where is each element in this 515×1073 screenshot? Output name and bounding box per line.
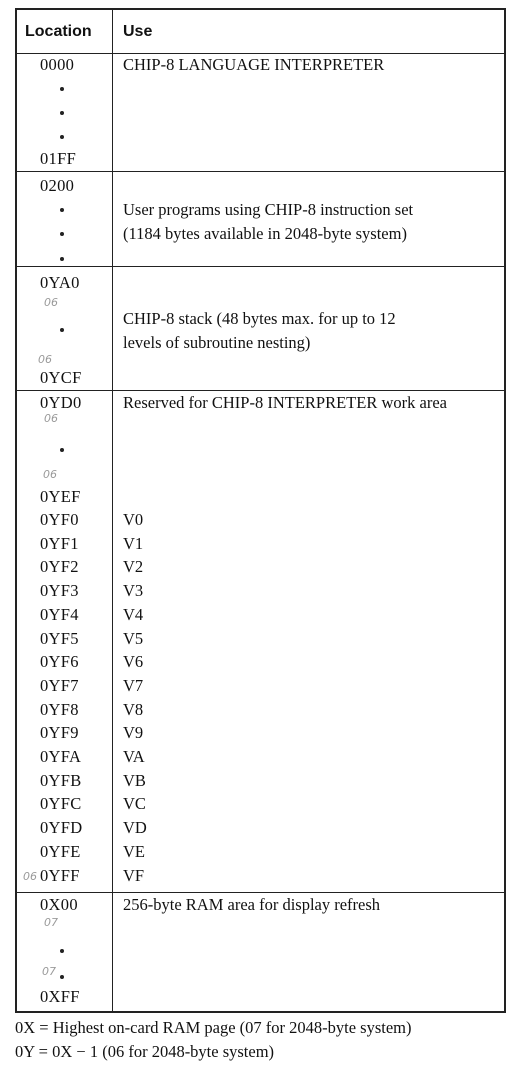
register-location: 0YF2: [40, 557, 79, 577]
register-location: 0YFF: [40, 865, 80, 885]
section-use-line: (1184 bytes available in 2048-byte syste…: [123, 224, 407, 243]
pencil-annotation: 06: [43, 468, 57, 481]
pencil-annotation: 06: [44, 296, 58, 309]
section-end-location: 01FF: [40, 149, 77, 168]
section-use-line: Reserved for CHIP-8 INTERPRETER work are…: [123, 393, 447, 412]
section-end-location: 0YEF: [40, 487, 81, 506]
register-location: 0YF0: [40, 510, 79, 529]
section-use-line: CHIP-8 stack (48 bytes max. for up to 12: [123, 309, 396, 328]
pencil-annotation: 07: [42, 965, 56, 978]
register-name: VD: [123, 818, 147, 838]
register-location: 0YFC: [40, 794, 82, 814]
register-name: V8: [123, 699, 144, 719]
section-end-location: 0YCF: [40, 368, 82, 387]
register-name: V4: [123, 604, 144, 624]
section-divider: [17, 892, 504, 893]
register-location: 0YF8: [40, 699, 79, 719]
footnote-0x: 0X = Highest on-card RAM page (07 for 20…: [15, 1018, 412, 1037]
register-location: 0YF5: [40, 628, 79, 648]
register-name: V9: [123, 723, 144, 743]
section-start-location: 0YD0: [40, 393, 82, 412]
column-divider: [112, 10, 113, 1011]
register-location: 0YF9: [40, 723, 79, 743]
memory-map-table: Location Use 0000 CHIP-8 LANGUAGE INTERP…: [15, 8, 506, 1013]
section-divider: [17, 390, 504, 391]
ellipsis-dot: [60, 232, 64, 236]
register-location: 0YF4: [40, 604, 79, 624]
section-start-location: 0000: [40, 55, 75, 74]
section-start-location: 0X00: [40, 895, 78, 914]
register-location: 0YFB: [40, 770, 82, 790]
section-use-line: 256-byte RAM area for display refresh: [123, 895, 381, 914]
ellipsis-dot: [60, 328, 64, 332]
register-name: V3: [123, 581, 144, 601]
register-name: VA: [123, 747, 145, 766]
register-name: V0: [123, 510, 144, 529]
register-location: 0YF1: [40, 533, 79, 553]
register-name: VE: [123, 841, 145, 861]
ellipsis-dot: [60, 975, 64, 979]
register-name: VB: [123, 770, 146, 790]
register-name: V6: [123, 652, 144, 672]
pencil-annotation: 06: [23, 870, 37, 883]
register-location: 0YF3: [40, 581, 79, 601]
header-divider: [17, 53, 504, 54]
pencil-annotation: 07: [44, 916, 58, 929]
ellipsis-dot: [60, 208, 64, 212]
ellipsis-dot: [60, 949, 64, 953]
ellipsis-dot: [60, 448, 64, 452]
register-location: 0YF6: [40, 652, 79, 672]
header-location: Location: [25, 23, 92, 40]
section-use-line: User programs using CHIP-8 instruction s…: [123, 200, 414, 219]
section-use-line: CHIP-8 LANGUAGE INTERPRETER: [123, 55, 385, 74]
ellipsis-dot: [60, 135, 64, 139]
register-name: V1: [123, 533, 144, 553]
section-divider: [17, 266, 504, 267]
section-divider: [17, 171, 504, 172]
section-start-location: 0YA0: [40, 273, 80, 292]
register-location: 0YFA: [40, 747, 82, 766]
pencil-annotation: 06: [44, 412, 58, 425]
register-location: 0YFE: [40, 841, 81, 861]
ellipsis-dot: [60, 111, 64, 115]
footnote-0y: 0Y = 0X − 1 (06 for 2048-byte system): [15, 1042, 275, 1061]
pencil-annotation: 06: [38, 353, 52, 366]
register-name: V5: [123, 628, 144, 648]
register-name: VC: [123, 794, 146, 814]
section-use-line: levels of subroutine nesting): [123, 333, 311, 352]
header-use: Use: [123, 23, 153, 40]
register-location: 0YF7: [40, 675, 79, 695]
register-name: V7: [123, 675, 144, 695]
register-name: VF: [123, 865, 145, 885]
register-location: 0YFD: [40, 818, 83, 838]
ellipsis-dot: [60, 87, 64, 91]
register-name: V2: [123, 557, 144, 577]
ellipsis-dot: [60, 257, 64, 261]
section-end-location: 0XFF: [40, 987, 80, 1006]
section-start-location: 0200: [40, 176, 75, 195]
